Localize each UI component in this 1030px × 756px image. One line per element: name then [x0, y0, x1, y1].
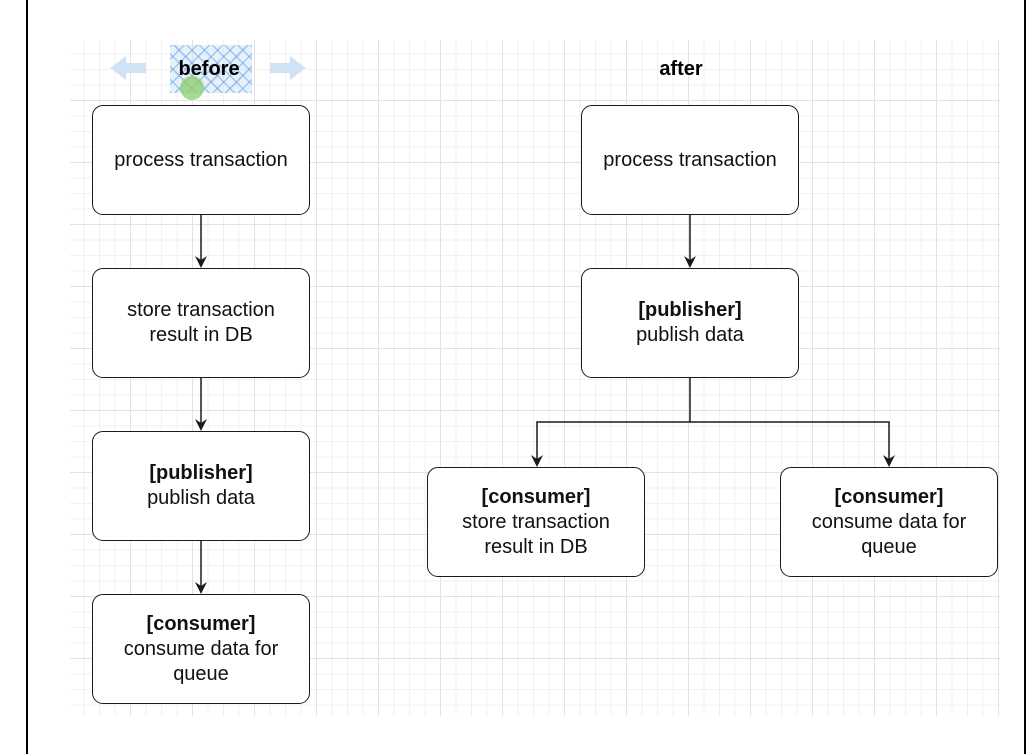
before-node-consumer[interactable]: [consumer] consume data for queue	[92, 594, 310, 704]
node-text: process transaction	[114, 148, 288, 171]
node-text: publish data	[636, 324, 744, 346]
node-role: [consumer]	[834, 485, 944, 508]
after-node-process-transaction[interactable]: process transaction	[581, 105, 799, 215]
node-role: [publisher]	[149, 462, 253, 484]
node-role: [publisher]	[638, 299, 742, 321]
node-role: [consumer]	[146, 612, 256, 635]
after-node-publisher[interactable]: [publisher] publish data	[581, 268, 799, 378]
heading-after[interactable]: after	[659, 58, 703, 80]
node-text: process transaction	[603, 148, 777, 171]
node-role: [consumer]	[481, 485, 591, 508]
after-node-consumer-store[interactable]: [consumer] store transaction result in D…	[427, 467, 645, 577]
node-text: publish data	[147, 487, 255, 509]
node-text: store transaction result in DB	[462, 510, 610, 558]
before-node-publisher[interactable]: [publisher] publish data	[92, 431, 310, 541]
before-node-store-transaction[interactable]: store transaction result in DB	[92, 268, 310, 378]
node-text: consume data for queue	[123, 637, 279, 685]
after-node-consumer-queue[interactable]: [consumer] consume data for queue	[780, 467, 998, 577]
node-text: store transaction result in DB	[127, 299, 275, 346]
heading-before[interactable]: before	[178, 58, 240, 80]
connection-point-dot[interactable]	[180, 76, 204, 100]
node-text: consume data for queue	[811, 510, 967, 558]
before-node-process-transaction[interactable]: process transaction	[92, 105, 310, 215]
